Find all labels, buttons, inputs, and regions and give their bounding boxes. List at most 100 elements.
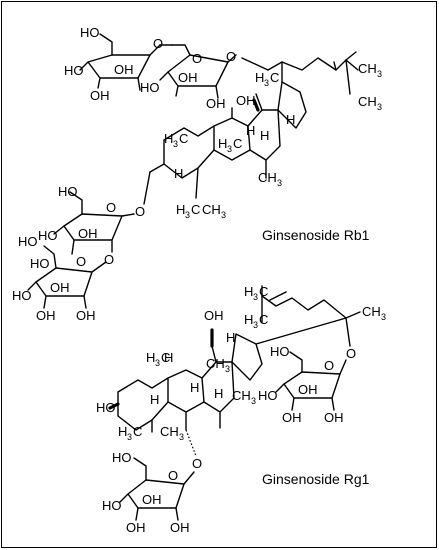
rg1-c20-glc-ho-2: HO bbox=[258, 388, 278, 403]
rg1-c10-methyl-h-b: H bbox=[146, 350, 155, 365]
rb1-c17-h: H bbox=[286, 112, 295, 127]
rb1-c3-glc-ho-2: HO bbox=[38, 228, 58, 243]
rb1-terminal-ch-b-3: 3 bbox=[377, 102, 382, 112]
rb1-c3-glc-o-link: O bbox=[104, 252, 114, 267]
rg1-c10-methyl-c: C bbox=[161, 350, 170, 365]
rb1-c12-wedge bbox=[252, 98, 260, 112]
caption-rb1: Ginsenoside Rb1 bbox=[262, 227, 370, 243]
rg1-side-chain bbox=[261, 285, 361, 347]
rg1-c14-h: H bbox=[214, 386, 223, 401]
rg1-c6-glc-ho: HO bbox=[112, 450, 132, 465]
rg1-terminal-3-b: 3 bbox=[253, 320, 258, 330]
rb1-top-glc-oh-4: OH bbox=[114, 62, 134, 77]
rb1-c10-methyl-c: C bbox=[179, 131, 188, 146]
rb1-steroid-core bbox=[149, 81, 307, 199]
rb1-terminal-ch-b: CH bbox=[358, 94, 377, 109]
rg1-c20-ch: CH bbox=[362, 304, 381, 319]
rb1-inner-glucose-ring bbox=[159, 44, 237, 99]
rg1-c8-ch: CH bbox=[206, 356, 225, 371]
rg1-c13-h: H bbox=[226, 330, 235, 345]
rb1-inner-glc-oh-2: OH bbox=[206, 96, 226, 111]
rb1-c20-methyl-c: C bbox=[270, 70, 279, 85]
rb1-inner-glc-oh-1: OH bbox=[178, 70, 198, 85]
rg1-gem-c: C bbox=[133, 424, 142, 439]
rg1-terminal-h-b: H bbox=[244, 312, 253, 327]
rb1-c3-glc-oh: OH bbox=[78, 226, 98, 241]
rb1-outer-glc-ho: HO bbox=[18, 234, 38, 249]
rb1-c10-methyl-3: 3 bbox=[173, 139, 178, 149]
rb1-c12-oh: OH bbox=[236, 93, 256, 108]
ginsenoside-rb1-structure: HO O HO OH OH O O HO OH OH H 3 bbox=[12, 25, 382, 323]
rg1-terminal-3: 3 bbox=[253, 292, 258, 302]
rg1-c12-oh: OH bbox=[204, 308, 224, 323]
rb1-outer-glc-oh: OH bbox=[50, 280, 70, 295]
rb1-gem-dimethyl-h: H bbox=[176, 202, 185, 217]
rb1-c14-methyl-3: 3 bbox=[277, 178, 282, 188]
rb1-terminal-bond bbox=[345, 59, 351, 95]
rg1-c14-ch: CH bbox=[232, 388, 251, 403]
rb1-gem-dimethyl-ch: CH bbox=[202, 202, 221, 217]
rb1-gem-dimethyl-c: C bbox=[191, 202, 200, 217]
rg1-c9-h: H bbox=[190, 380, 199, 395]
rg1-c14-ch-3: 3 bbox=[251, 396, 256, 406]
rb1-gem-dimethyl-ch-3: 3 bbox=[221, 210, 226, 220]
rb1-c10-methyl-h: H bbox=[164, 131, 173, 146]
rg1-terminal-c-b: C bbox=[259, 312, 268, 327]
rb1-outer-glc-ho-3: HO bbox=[30, 256, 50, 271]
rb1-outer-glc-ho-2: HO bbox=[12, 288, 32, 303]
rb1-c8-methyl-c: C bbox=[233, 136, 242, 151]
rg1-c6-glc-ho-2: HO bbox=[102, 498, 122, 513]
rb1-terminal-ch: CH bbox=[358, 61, 377, 76]
rg1-c3-ho: HO bbox=[96, 400, 116, 415]
rb1-side-chain bbox=[241, 51, 359, 83]
rb1-inner-glc-ring-o: O bbox=[192, 51, 202, 66]
rg1-c20-glc-ho: HO bbox=[270, 344, 290, 359]
rb1-inner-glc-ho: HO bbox=[140, 80, 160, 95]
rg1-gem-ch: CH bbox=[160, 424, 179, 439]
rg1-c6-hashed-bond bbox=[185, 429, 197, 457]
rb1-inner-glc-o-link: O bbox=[226, 49, 236, 64]
rg1-c20-glucose bbox=[275, 351, 347, 411]
rb1-c9-h: H bbox=[246, 123, 255, 138]
rb1-gem-dimethyl-3: 3 bbox=[185, 210, 190, 220]
rb1-c14-methyl-ch: CH bbox=[258, 170, 277, 185]
rb1-c3-glc-ho: HO bbox=[58, 184, 78, 199]
rg1-c6-glc-oh-3: OH bbox=[170, 520, 190, 535]
rg1-c20-glc-oh-2: OH bbox=[282, 410, 302, 425]
rb1-c20-methyl-h: H bbox=[255, 70, 264, 85]
rb1-c3-o: O bbox=[135, 204, 145, 219]
rb1-c13-h: H bbox=[260, 128, 269, 143]
rg1-c20-glc-oh: OH bbox=[298, 382, 318, 397]
rg1-c3-wedge bbox=[108, 402, 120, 410]
rg1-c20-ch-3: 3 bbox=[381, 312, 386, 322]
rg1-c6-glc-oh: OH bbox=[142, 492, 162, 507]
rb1-top-glucose-ring bbox=[79, 33, 173, 91]
rb1-top-glc-oh-3: OH bbox=[90, 88, 110, 103]
rg1-c20-o: O bbox=[346, 346, 356, 361]
rg1-c6-o: O bbox=[192, 456, 202, 471]
rb1-terminal-ch-3: 3 bbox=[377, 69, 382, 79]
rg1-c20-glc-ring-o: O bbox=[324, 358, 334, 373]
rb1-top-glc-o-link: O bbox=[153, 36, 163, 51]
rb1-outer-glc-oh-3: OH bbox=[76, 308, 96, 323]
rg1-gem-3: 3 bbox=[127, 432, 132, 442]
ginsenoside-rg1-structure: H 3 C H 3 C CH 3 O OH H H H 3 C CH 3 H H bbox=[96, 284, 386, 535]
rg1-c6-glc-oh-2: OH bbox=[126, 520, 146, 535]
rb1-c8-methyl-h: H bbox=[218, 136, 227, 151]
rg1-terminal-h: H bbox=[244, 284, 253, 299]
rb1-top-glc-ho: HO bbox=[80, 25, 100, 40]
rg1-terminal-c: C bbox=[259, 284, 268, 299]
rb1-c3-glucose-inner bbox=[53, 191, 135, 255]
rg1-c10-methyl-h: H bbox=[164, 350, 173, 365]
rb1-c3-o-bond bbox=[143, 171, 151, 205]
rg1-c10-methyl-3: 3 bbox=[155, 358, 160, 368]
rb1-c3-glucose-outer bbox=[27, 245, 107, 309]
rg1-c5-h: H bbox=[150, 392, 159, 407]
rb1-outer-glc-oh-2: OH bbox=[36, 308, 56, 323]
rb1-outer-glc-ring-o: O bbox=[76, 254, 86, 269]
caption-rg1: Ginsenoside Rg1 bbox=[262, 471, 370, 487]
rg1-gem-ch-3: 3 bbox=[179, 432, 184, 442]
rb1-c20-methyl-3: 3 bbox=[264, 78, 269, 88]
